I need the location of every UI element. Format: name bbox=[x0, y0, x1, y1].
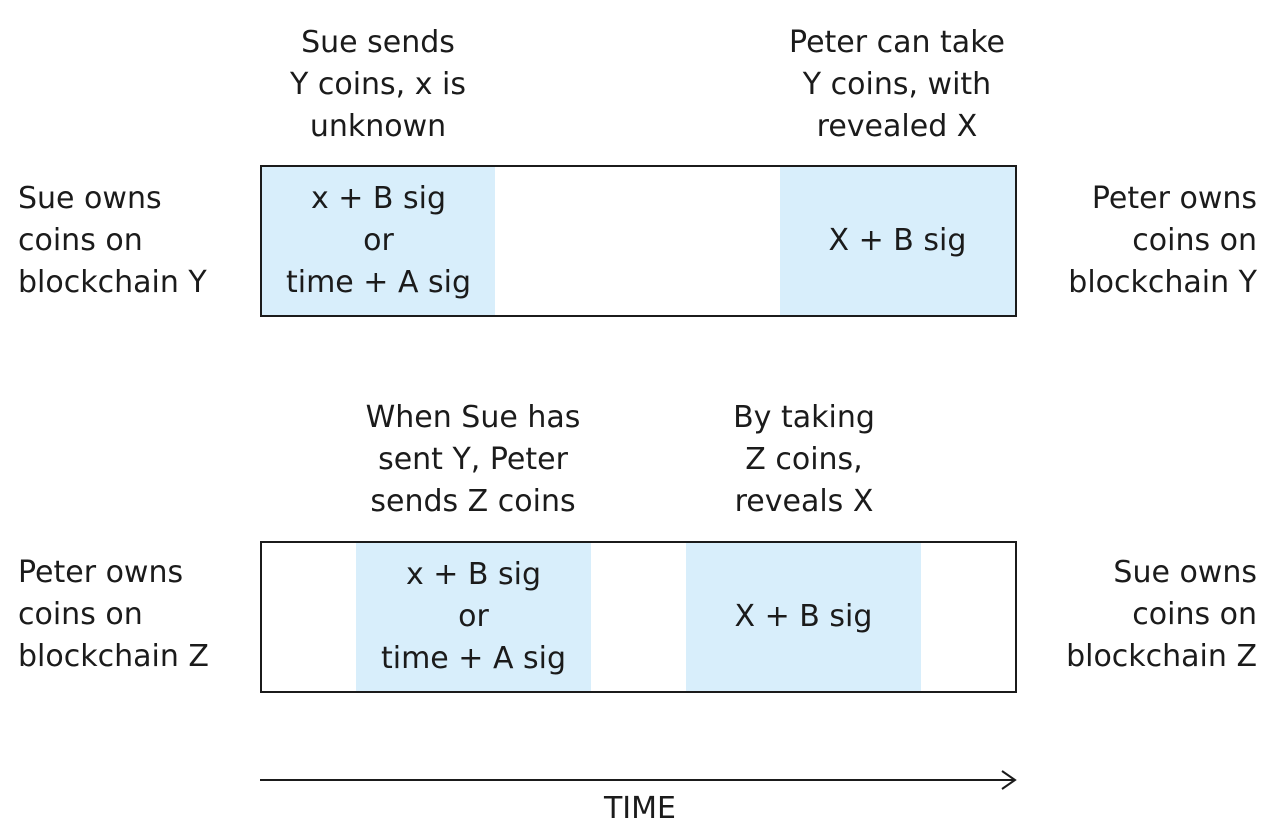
bottom-segment-reveal: X + B sig bbox=[686, 543, 921, 691]
top-annotation-right: Peter can take Y coins, with revealed X bbox=[789, 25, 1005, 144]
bottom-segment-hashlock: x + B sig or time + A sig bbox=[356, 543, 591, 691]
time-axis-label: TIME bbox=[603, 791, 676, 826]
bottom-right-owner: Sue owns coins on blockchain Z bbox=[1066, 555, 1257, 674]
top-segment-hashlock-label: x + B sig or time + A sig bbox=[285, 181, 472, 300]
top-blockchain-track: x + B sig or time + A sig X + B sig bbox=[260, 165, 1017, 317]
top-annotation-left: Sue sends Y coins, x is unknown bbox=[289, 25, 466, 144]
bottom-left-owner: Peter owns coins on blockchain Z bbox=[18, 555, 209, 674]
bottom-segment-reveal-label: X + B sig bbox=[734, 599, 873, 634]
top-segment-reveal: X + B sig bbox=[780, 167, 1015, 315]
bottom-segment-hashlock-label: x + B sig or time + A sig bbox=[380, 557, 567, 676]
bottom-blockchain-track: x + B sig or time + A sig X + B sig bbox=[260, 541, 1017, 693]
top-segment-hashlock: x + B sig or time + A sig bbox=[262, 167, 495, 315]
time-arrow bbox=[260, 770, 1017, 790]
top-segment-reveal-label: X + B sig bbox=[828, 223, 967, 258]
bottom-annotation-right: By taking Z coins, reveals X bbox=[733, 400, 875, 519]
time-arrow-head bbox=[1001, 770, 1017, 790]
bottom-annotation-left: When Sue has sent Y, Peter sends Z coins bbox=[365, 400, 581, 519]
top-right-owner: Peter owns coins on blockchain Y bbox=[1068, 181, 1257, 300]
top-left-owner: Sue owns coins on blockchain Y bbox=[18, 181, 207, 300]
